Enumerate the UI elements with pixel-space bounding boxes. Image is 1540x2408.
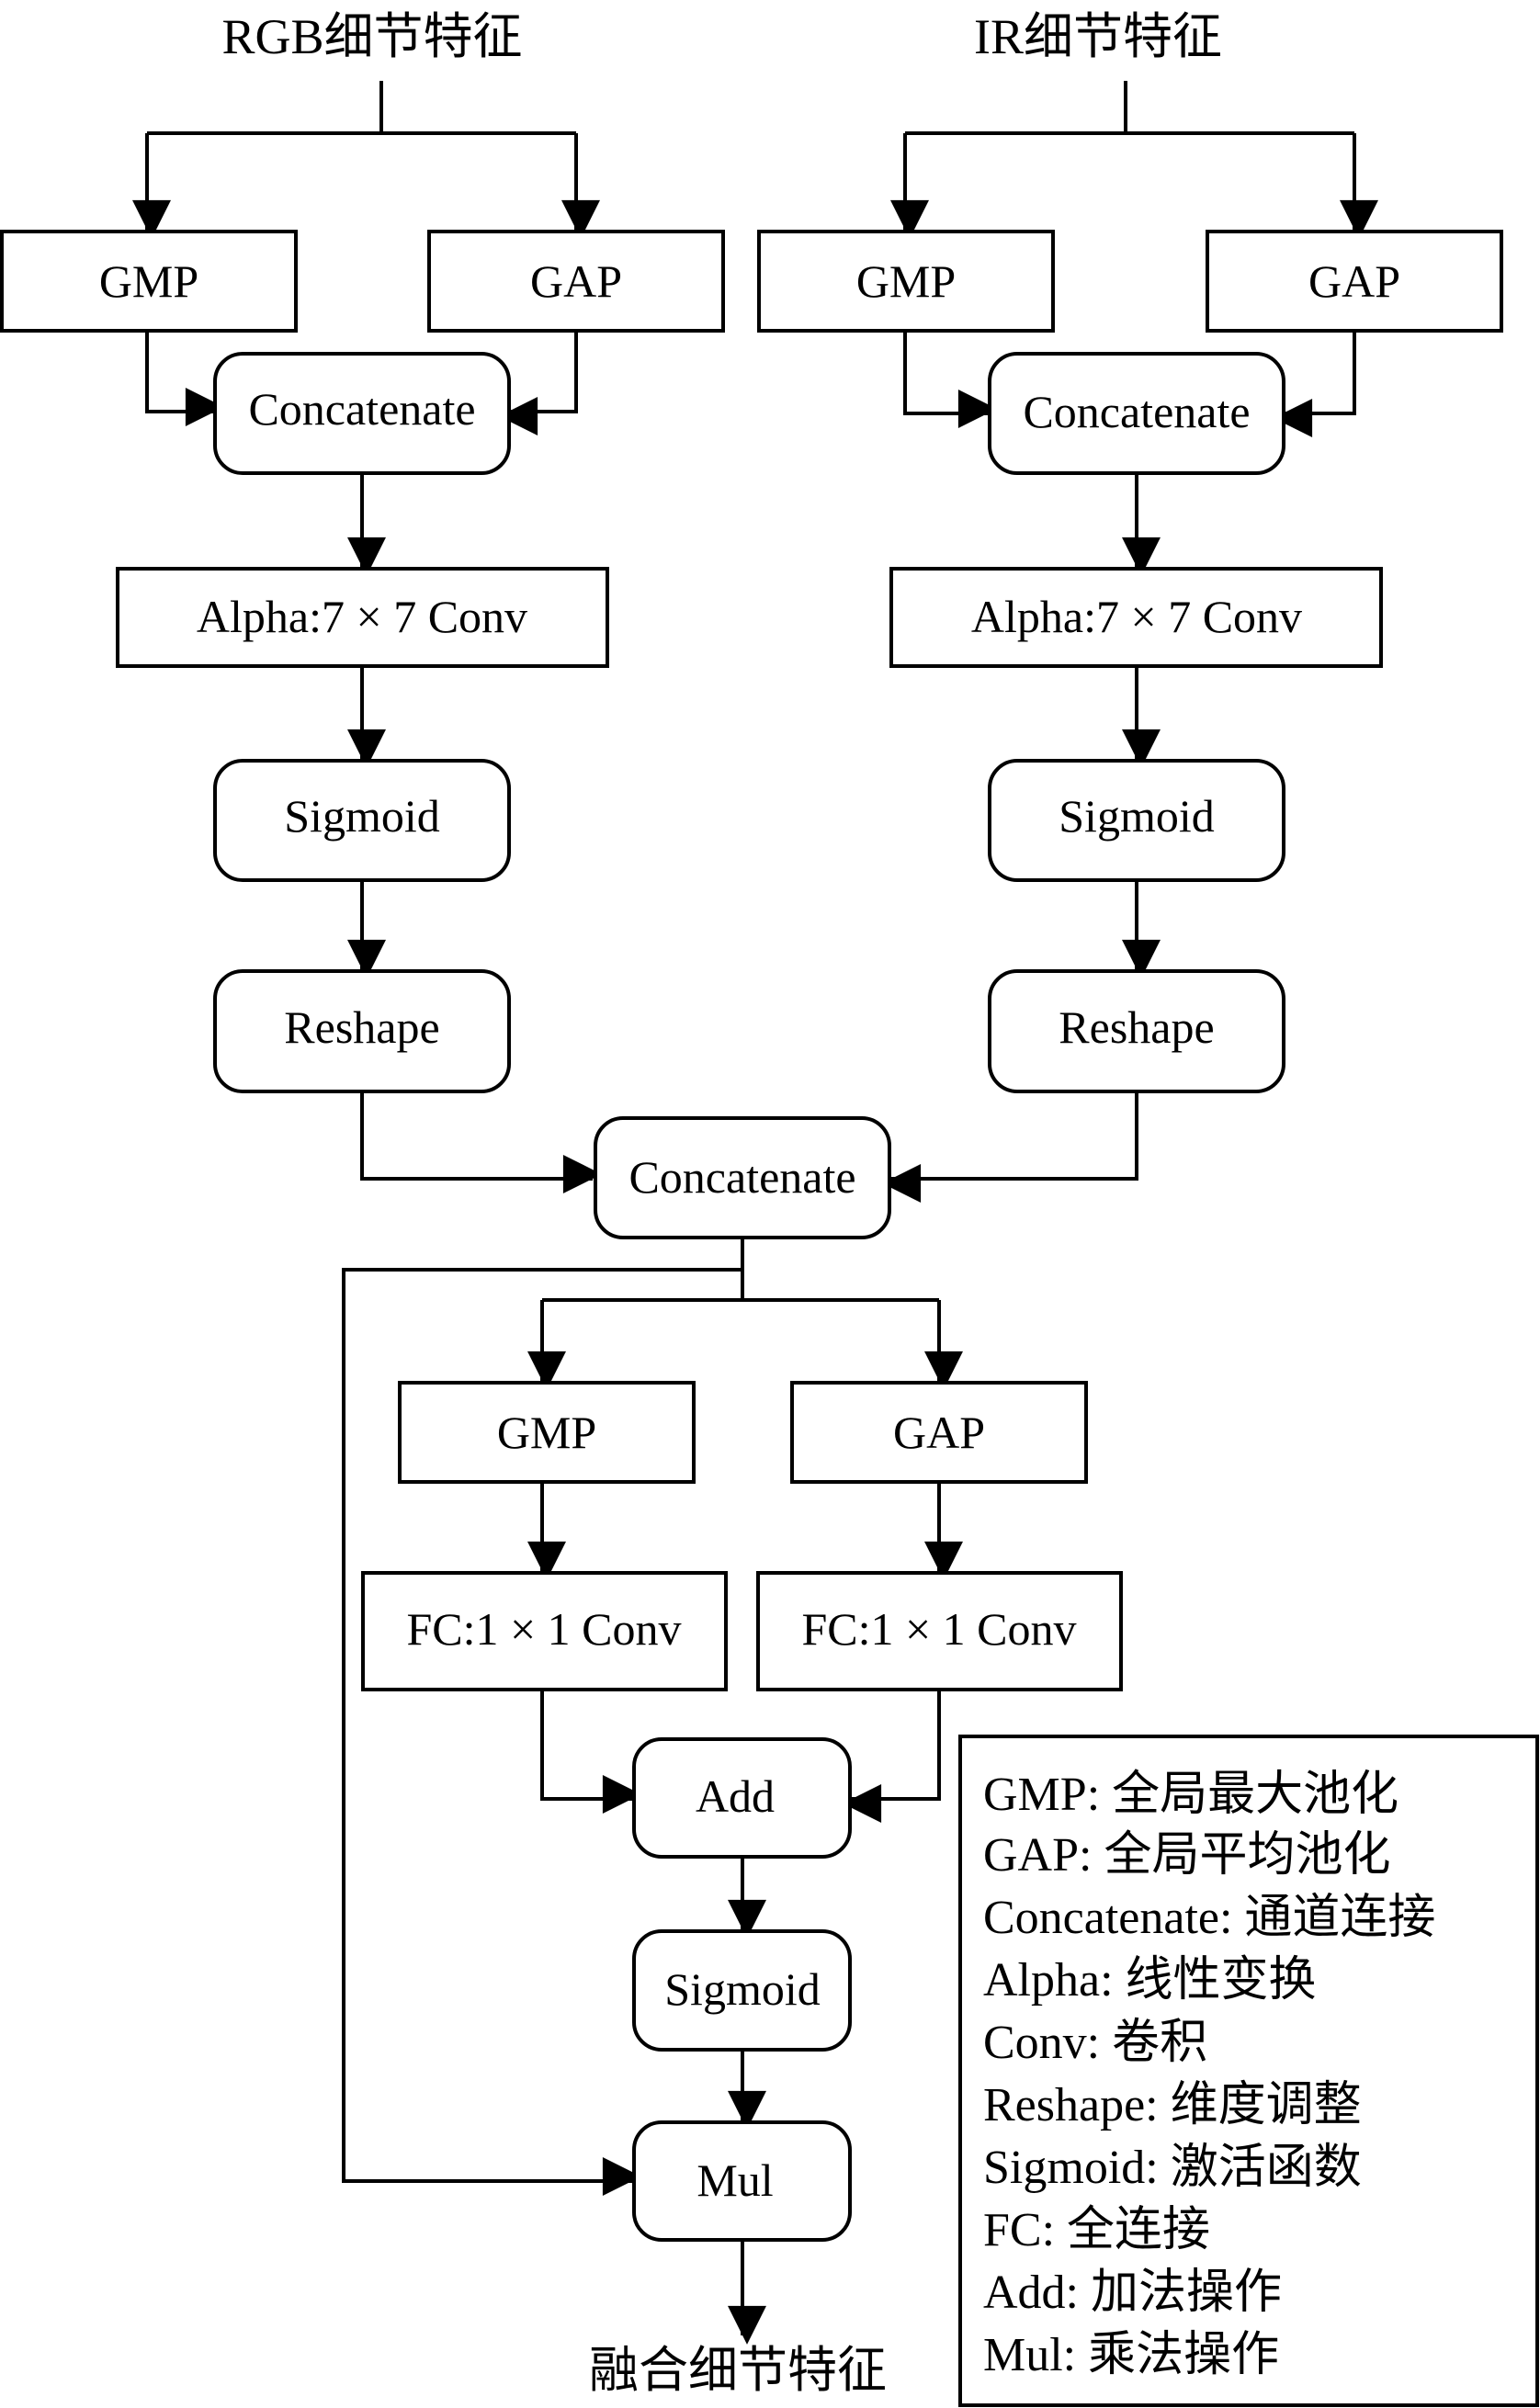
rgb-concat-node: Concatenate <box>213 352 511 475</box>
fusion-concat-node: Concatenate <box>594 1116 891 1239</box>
legend-item-conv: Conv: 卷积 <box>983 2017 1207 2069</box>
output-label: 融合细节特征 <box>589 2343 887 2398</box>
ir-gmp-label: GMP <box>856 255 956 307</box>
edges <box>132 81 1378 2345</box>
legend-item-fc: FC: 全连接 <box>983 2204 1210 2256</box>
legend-item-gap: GAP: 全局平均池化 <box>983 1829 1390 1882</box>
ir-reshape-label: Reshape <box>1059 1001 1214 1053</box>
fc-right-node: FC:1 × 1 Conv <box>756 1571 1123 1691</box>
edge-skip-to-mul <box>342 1268 742 2196</box>
edge-ir-gmp-concat <box>903 333 997 428</box>
rgb-gap-node: GAP <box>427 230 725 333</box>
rgb-reshape-node: Reshape <box>213 969 511 1093</box>
edge-fc-right-add <box>843 1691 941 1823</box>
legend-item-sigmoid: Sigmoid: 激活函数 <box>983 2142 1362 2194</box>
ir-gap-node: GAP <box>1206 230 1503 333</box>
ir-sigmoid-node: Sigmoid <box>988 759 1285 882</box>
legend-frame <box>958 1735 1539 2407</box>
fusion-sigmoid-node: Sigmoid <box>632 1929 852 2052</box>
fusion-gmp-node: GMP <box>398 1381 696 1484</box>
edge-fc-left-add <box>540 1691 641 1814</box>
mul-node: Mul <box>632 2120 852 2242</box>
fusion-gmp-label: GMP <box>497 1407 596 1458</box>
legend-item-mul: Mul: 乘法操作 <box>983 2329 1279 2381</box>
edge-rgb-gap-concat <box>499 333 578 435</box>
legend: GMP: 全局最大池化 GAP: 全局平均池化 Concatenate: 通道连… <box>958 1735 1539 2407</box>
ir-gap-label: GAP <box>1308 255 1400 307</box>
add-label: Add <box>696 1770 775 1822</box>
edge-rgb-reshape-concat <box>360 1093 602 1193</box>
rgb-sigmoid-node: Sigmoid <box>213 759 511 882</box>
fc-left-label: FC:1 × 1 Conv <box>406 1603 681 1655</box>
fc-left-node: FC:1 × 1 Conv <box>361 1571 728 1691</box>
legend-item-gmp: GMP: 全局最大池化 <box>983 1769 1398 1821</box>
edge-rgb-gmp-concat <box>145 333 224 426</box>
edge-ir-in-split <box>905 81 1354 135</box>
rgb-gmp-node: GMP <box>0 230 298 333</box>
legend-item-add: Add: 加法操作 <box>983 2267 1282 2319</box>
rgb-alpha-node: Alpha:7 × 7 Conv <box>116 567 609 668</box>
legend-item-alpha: Alpha: 线性变换 <box>983 1954 1317 2007</box>
legend-item-reshape: Reshape: 维度调整 <box>983 2079 1362 2131</box>
ir-input-label: IR细节特征 <box>974 9 1222 64</box>
ir-alpha-label: Alpha:7 × 7 Conv <box>971 591 1302 642</box>
ir-reshape-node: Reshape <box>988 969 1285 1093</box>
rgb-gap-label: GAP <box>530 255 622 307</box>
rgb-alpha-label: Alpha:7 × 7 Conv <box>197 591 527 642</box>
rgb-sigmoid-label: Sigmoid <box>284 790 439 842</box>
fc-right-label: FC:1 × 1 Conv <box>801 1603 1076 1655</box>
fusion-gap-node: GAP <box>790 1381 1088 1484</box>
fusion-gap-label: GAP <box>893 1407 985 1458</box>
ir-gmp-node: GMP <box>757 230 1055 333</box>
fusion-concat-label: Concatenate <box>628 1151 855 1203</box>
ir-concat-node: Concatenate <box>988 352 1285 475</box>
ir-alpha-node: Alpha:7 × 7 Conv <box>889 567 1383 668</box>
add-node: Add <box>632 1737 852 1859</box>
rgb-input-label: RGB细节特征 <box>221 9 522 64</box>
edge-ir-gap-concat <box>1274 333 1356 437</box>
rgb-gmp-label: GMP <box>99 255 198 307</box>
edge-ir-reshape-concat <box>882 1093 1138 1203</box>
ir-concat-label: Concatenate <box>1023 386 1250 437</box>
edge-rgb-in-split <box>147 81 576 135</box>
ir-sigmoid-label: Sigmoid <box>1059 790 1214 842</box>
mul-label: Mul <box>696 2154 773 2206</box>
rgb-reshape-label: Reshape <box>284 1001 439 1053</box>
rgb-concat-label: Concatenate <box>248 383 475 435</box>
fusion-sigmoid-label: Sigmoid <box>664 1963 820 2015</box>
legend-item-concatenate: Concatenate: 通道连接 <box>983 1892 1435 1944</box>
